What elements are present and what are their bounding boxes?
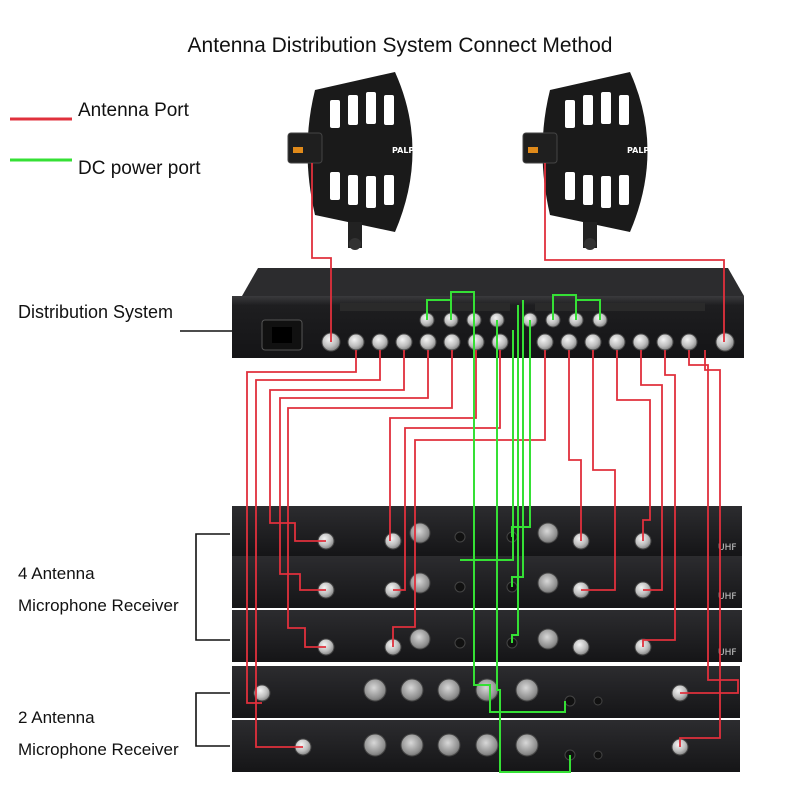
dc-power-cables (426, 291, 601, 773)
four-antenna-receiver-3 (232, 610, 742, 662)
antenna-right-brand: PALPEAL (627, 146, 666, 155)
receiver-1-badge: UHF (718, 543, 737, 553)
antenna-left-brand: PALPEAL (392, 146, 431, 155)
antenna-right: PALPEAL (522, 72, 666, 250)
four-antenna-receiver-2 (232, 556, 742, 608)
legend-dc-power-port-label: DC power port (78, 158, 201, 179)
two-antenna-receiver-label-line1: 2 Antenna (18, 708, 95, 727)
receiver-3-badge: UHF (718, 648, 737, 658)
antenna-left: PALPEAL (287, 72, 431, 250)
four-antenna-receiver-label-line2: Microphone Receiver (18, 596, 179, 615)
antenna-cables (246, 163, 739, 748)
receiver-2-badge: UHF (718, 592, 737, 602)
receiver-badges: UHF UHF UHF (718, 543, 737, 658)
four-antenna-receiver-label-line1: 4 Antenna (18, 564, 95, 583)
diagram-title: Antenna Distribution System Connect Meth… (187, 34, 613, 57)
four-antenna-receiver-1 (232, 506, 742, 556)
distribution-system-label: Distribution System (18, 302, 174, 322)
distribution-connectors (321, 312, 735, 352)
legend-antenna-port-label: Antenna Port (78, 100, 189, 121)
two-antenna-receiver-label-line2: Microphone Receiver (18, 740, 179, 759)
label-pointer-lines (180, 330, 240, 747)
